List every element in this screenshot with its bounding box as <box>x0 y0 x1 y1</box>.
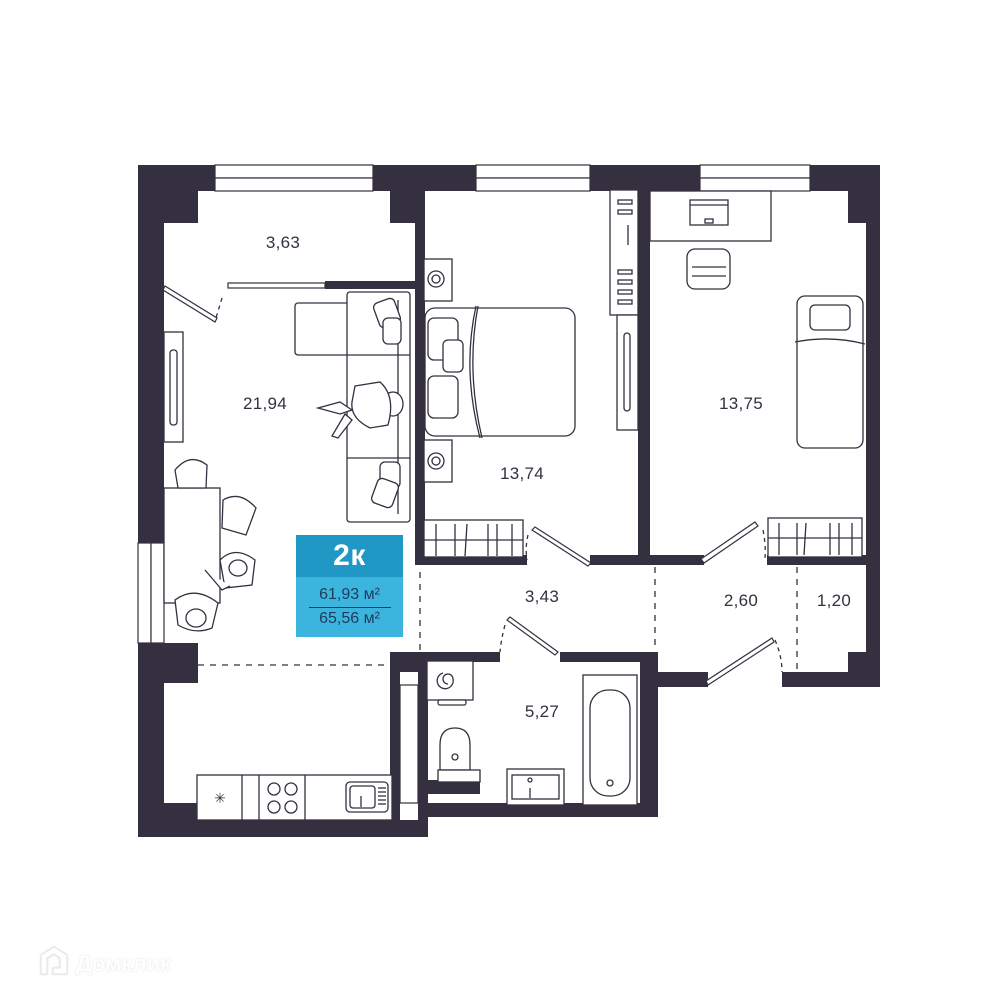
rooms-count-label: 2к <box>296 535 403 577</box>
total-area: 65,56 м² <box>319 610 380 627</box>
svg-text:✳: ✳ <box>214 790 226 806</box>
apartment-badge: 2к 61,93 м² 65,56 м² <box>296 535 403 637</box>
room-area-hallway-1: 3,43 <box>524 587 560 606</box>
bathroom-fixtures <box>426 660 638 806</box>
living-area: 61,93 м² <box>319 586 380 604</box>
bedroom-2-furniture <box>649 190 866 558</box>
living-room-furniture <box>163 291 411 632</box>
bedroom-1-furniture <box>423 189 639 558</box>
room-area-bedroom-1: 13,74 <box>499 464 545 483</box>
domclick-watermark: Домклик <box>38 944 171 984</box>
room-area-bedroom-2: 13,75 <box>718 394 764 413</box>
house-logo-icon <box>38 944 70 984</box>
room-area-living-room: 21,94 <box>242 394 288 413</box>
walls <box>138 165 880 837</box>
area-divider <box>308 607 391 608</box>
room-area-bathroom: 5,27 <box>524 702 560 721</box>
watermark-text: Домклик <box>76 951 172 976</box>
kitchen-furniture: ✳ <box>196 774 393 821</box>
area-block: 61,93 м² 65,56 м² <box>296 577 403 637</box>
room-area-balcony: 3,63 <box>265 233 301 252</box>
room-area-closet: 1,20 <box>816 591 852 610</box>
room-area-hallway-2: 2,60 <box>723 591 759 610</box>
doors <box>162 282 783 686</box>
zone-dividers <box>198 567 798 670</box>
